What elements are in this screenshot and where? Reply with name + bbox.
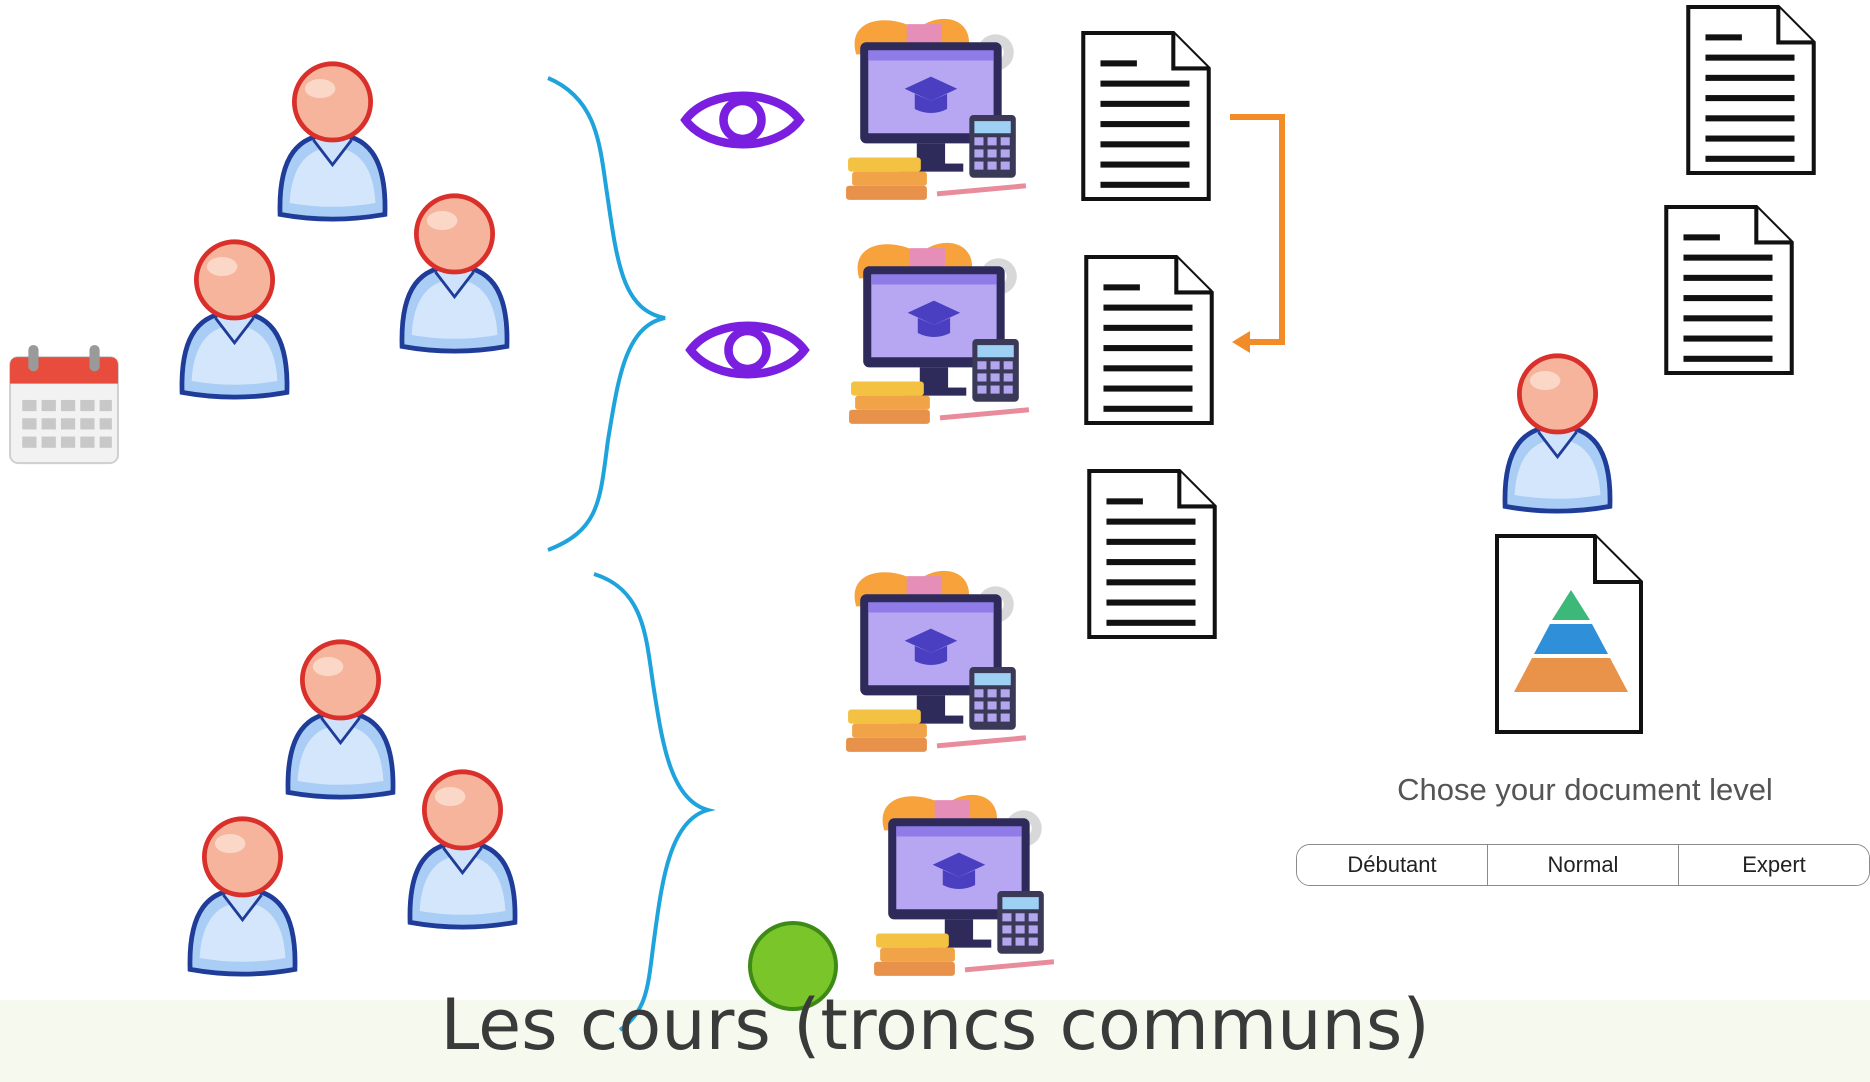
- arrowhead: [1232, 331, 1250, 353]
- user-icon: [1505, 356, 1610, 511]
- user-icon: [182, 242, 287, 397]
- eye-icon: [691, 326, 805, 374]
- level-option-expert[interactable]: Expert: [1679, 845, 1869, 885]
- brace-upper: [547, 76, 666, 552]
- document-icon: [1688, 7, 1813, 173]
- user-icon: [190, 819, 295, 974]
- brace-lower: [593, 572, 716, 1032]
- document-icon: [1666, 207, 1791, 373]
- user-icon: [280, 64, 385, 219]
- connector-arrow: [1230, 114, 1285, 345]
- user-icon: [402, 196, 507, 351]
- course-monitor-icon: [874, 795, 1054, 976]
- green-dot: [748, 921, 838, 1011]
- user-icon: [288, 642, 393, 797]
- level-selector: Débutant Normal Expert: [1296, 844, 1870, 886]
- eye-icon: [686, 96, 800, 144]
- level-option-debutant[interactable]: Débutant: [1297, 845, 1488, 885]
- user-icon: [410, 772, 515, 927]
- grass-strip: [0, 1000, 1870, 1082]
- course-monitor-icon: [846, 571, 1026, 752]
- level-option-normal[interactable]: Normal: [1488, 845, 1679, 885]
- course-monitor-icon: [849, 243, 1029, 424]
- calendar-icon: [8, 343, 120, 465]
- caption: Les cours (troncs communs): [440, 984, 1430, 1066]
- document-icon: [1086, 257, 1211, 423]
- pyramid-document-icon: [1495, 534, 1643, 734]
- level-prompt: Chose your document level: [1397, 772, 1773, 807]
- document-icon: [1083, 33, 1208, 199]
- document-icon: [1089, 471, 1214, 637]
- course-monitor-icon: [846, 19, 1026, 200]
